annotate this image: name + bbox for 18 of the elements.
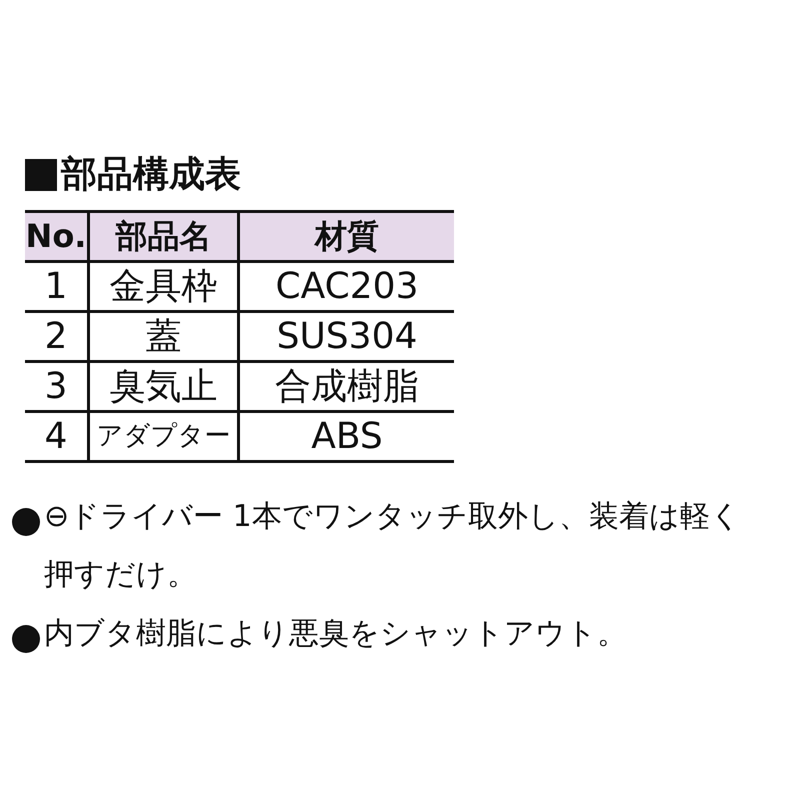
table-cell: 2 [25, 312, 88, 362]
table-cell: 1 [25, 262, 88, 312]
header-cell: No. [25, 212, 88, 262]
table-cell: 4 [25, 412, 88, 462]
table-cell: 臭気止 [88, 362, 238, 412]
table-cell: 金具枠 [88, 262, 238, 312]
table-cell: CAC203 [238, 262, 454, 312]
note-text: ⊖ドライバー 1本でワンタッチ取外し、装着は軽く押すだけ。 [44, 498, 742, 594]
table-cell: 3 [25, 362, 88, 412]
table-cell: 合成樹脂 [238, 362, 454, 412]
table-cell: ABS [238, 412, 454, 462]
table-cell: アダプター [88, 412, 238, 462]
header-cell: 部品名 [88, 212, 238, 262]
table-cell: 蓋 [88, 312, 238, 362]
table-cell: SUS304 [238, 312, 454, 362]
table-title: 部品構成表 [61, 153, 241, 197]
note-text: 内ブタ樹脂により悪臭をシャットアウト。 [44, 615, 628, 653]
header-cell: 材質 [238, 212, 454, 262]
